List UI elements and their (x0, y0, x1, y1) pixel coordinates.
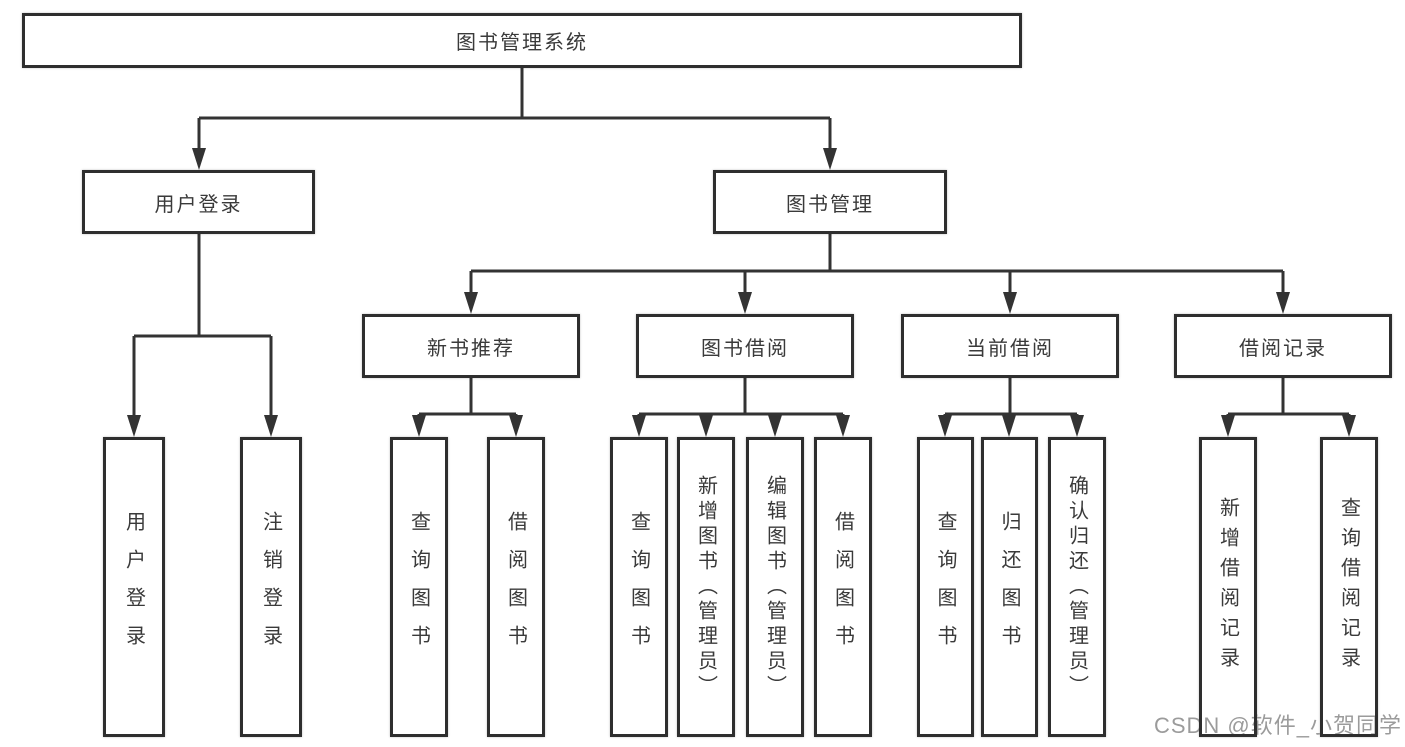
node-label: 借阅记录 (1239, 337, 1327, 360)
leaf-query-borrow-record: 查询借阅记录 (1320, 437, 1378, 737)
node-label: 借阅图书 (504, 511, 527, 663)
node-label: 当前借阅 (966, 337, 1054, 360)
node-label: 用户登录 (154, 193, 243, 216)
node-label: 新增借阅记录 (1216, 497, 1239, 677)
leaf-add-borrow-record: 新增借阅记录 (1199, 437, 1257, 737)
node-label: 注销登录 (259, 511, 282, 663)
leaf-add-books-admin: 新增图书（管理员） (677, 437, 735, 737)
leaf-user-login: 用户登录 (103, 437, 165, 737)
node-label: 图书借阅 (701, 337, 789, 360)
leaf-return-books: 归还图书 (981, 437, 1038, 737)
node-label: 确认归还（管理员） (1065, 474, 1088, 700)
node-user-login: 用户登录 (82, 170, 315, 234)
node-label: 图书管理 (786, 193, 874, 216)
node-current-borrowing: 当前借阅 (901, 314, 1119, 378)
node-label: 用户登录 (122, 511, 145, 663)
leaf-logout: 注销登录 (240, 437, 302, 737)
node-label: 查询图书 (627, 511, 650, 663)
node-label: 新书推荐 (427, 337, 515, 360)
node-borrow-records: 借阅记录 (1174, 314, 1392, 378)
node-label: 归还图书 (998, 511, 1020, 663)
node-label: 图书管理系统 (456, 32, 588, 54)
node-label: 新增图书（管理员） (694, 474, 717, 700)
leaf-query-books-current: 查询图书 (917, 437, 974, 737)
node-book-borrowing: 图书借阅 (636, 314, 854, 378)
node-book-management: 图书管理 (713, 170, 947, 234)
leaf-confirm-return-admin: 确认归还（管理员） (1048, 437, 1106, 737)
node-label: 查询借阅记录 (1337, 497, 1360, 677)
node-label: 借阅图书 (831, 511, 854, 663)
node-label: 编辑图书（管理员） (763, 474, 786, 700)
leaf-edit-books-admin: 编辑图书（管理员） (746, 437, 804, 737)
leaf-query-books-borrowing: 查询图书 (610, 437, 668, 737)
leaf-borrow-books-recommend: 借阅图书 (487, 437, 545, 737)
node-root: 图书管理系统 (22, 13, 1022, 68)
arrowheads (127, 148, 1356, 437)
leaf-query-books-recommend: 查询图书 (390, 437, 448, 737)
csdn-watermark: CSDN @软件_小贺同学 (1153, 713, 1402, 738)
node-label: 查询图书 (407, 511, 430, 663)
node-label: 查询图书 (934, 511, 956, 663)
leaf-borrow-books: 借阅图书 (814, 437, 872, 737)
node-new-book-recommend: 新书推荐 (362, 314, 580, 378)
